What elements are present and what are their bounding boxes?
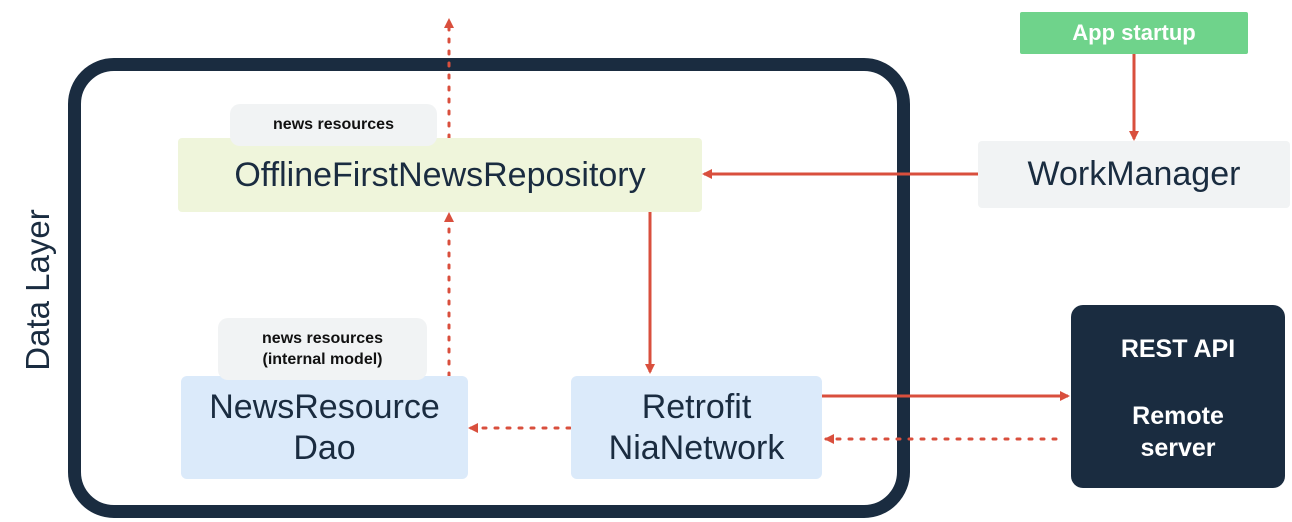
data-layer-label: Data Layer [19,209,56,371]
repository-label: OfflineFirstNewsRepository [234,155,646,194]
remote-server-box: REST API Remote server [1071,305,1285,488]
server-label: server [1140,434,1216,462]
app-startup-label: App startup [1072,20,1196,45]
app-startup-box: App startup [1020,12,1248,54]
dao-label-line1: NewsResource [209,387,440,426]
news-resources-chip: news resources [230,104,437,146]
rest-api-label: REST API [1120,335,1236,363]
retrofit-nia-network-box: Retrofit NiaNetwork [571,376,822,479]
workmanager-label: WorkManager [1027,155,1241,193]
dao-label-line2: Dao [293,428,356,467]
remote-label: Remote [1132,402,1224,430]
network-label-line2: NiaNetwork [608,428,785,467]
internal-model-line1: news resources [262,330,383,347]
internal-model-line2: (internal model) [262,351,383,368]
news-resources-label: news resources [273,116,394,133]
network-label-line1: Retrofit [641,387,752,426]
internal-model-chip: news resources (internal model) [218,318,427,380]
offline-first-news-repository-box: OfflineFirstNewsRepository [178,138,702,212]
workmanager-box: WorkManager [978,141,1290,208]
news-resource-dao-box: NewsResource Dao [181,376,468,479]
